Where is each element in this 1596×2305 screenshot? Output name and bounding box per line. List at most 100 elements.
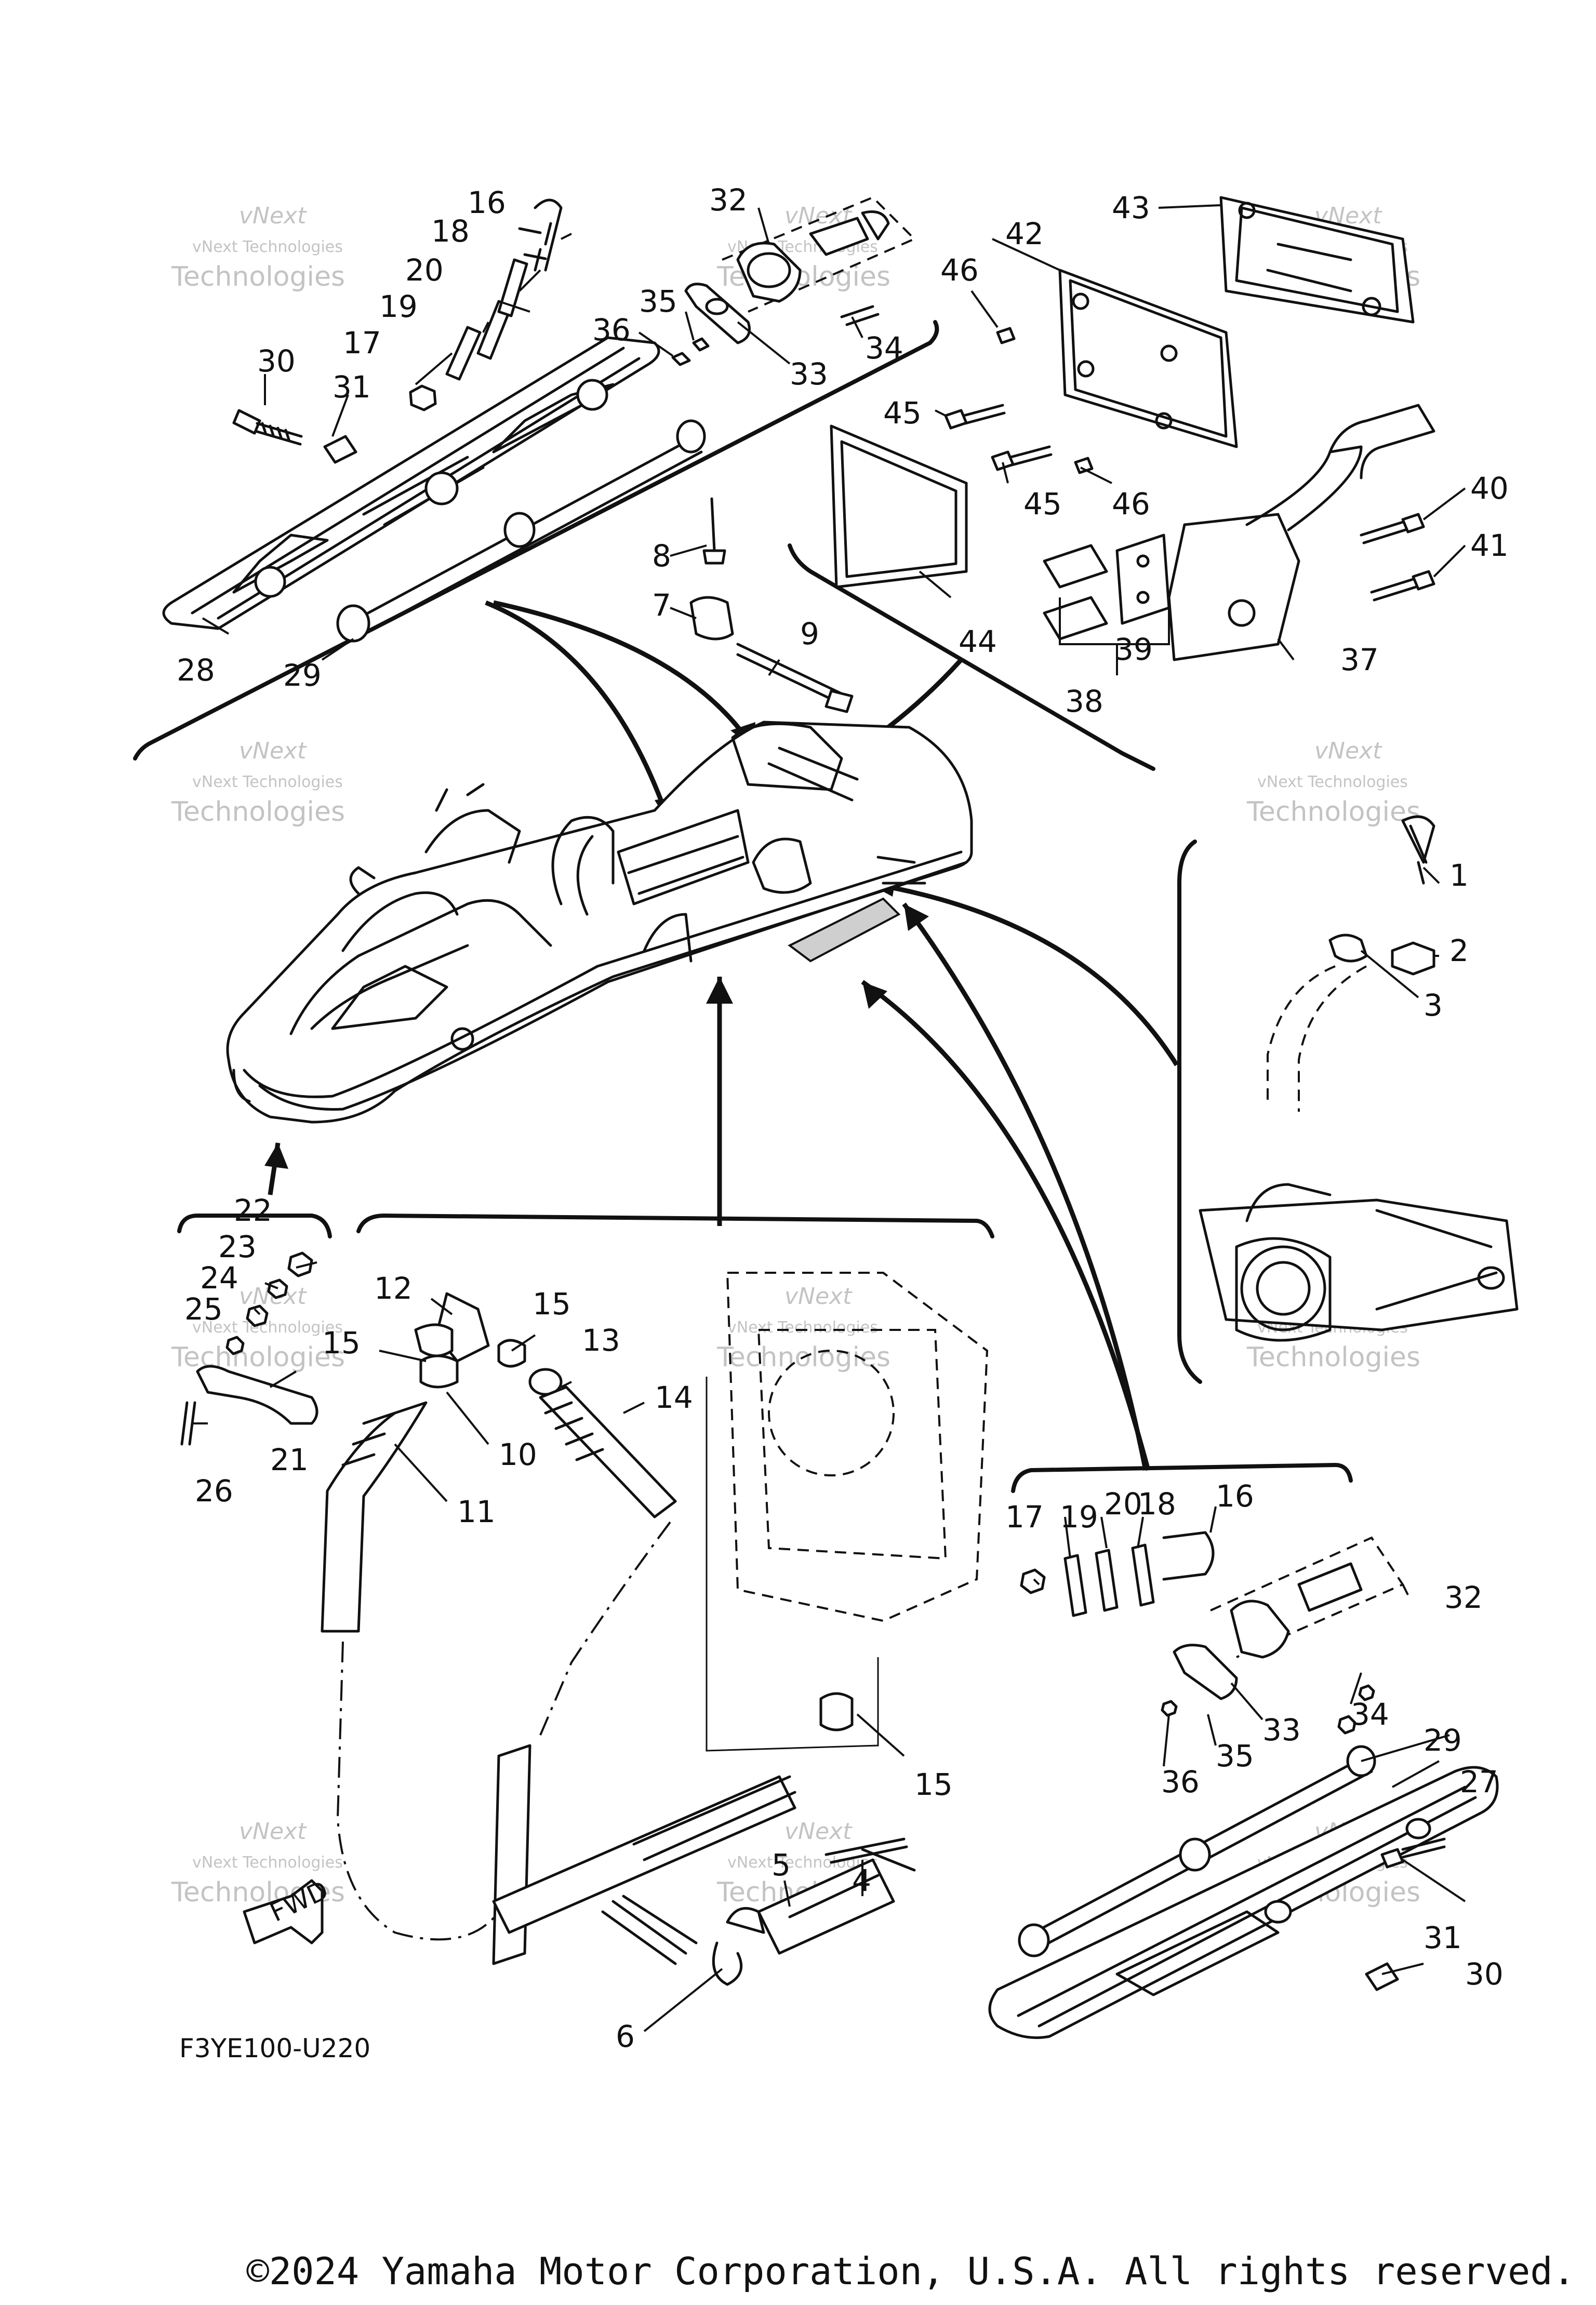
bracket-middle-long	[356, 1213, 994, 1238]
bracket-lower-right	[1011, 1462, 1353, 1493]
callout-30: 30	[257, 343, 296, 379]
callout-44: 44	[959, 624, 997, 659]
callout-28: 28	[177, 652, 215, 688]
callout-23: 23	[218, 1229, 257, 1264]
watermark-text: Technologies	[1246, 796, 1420, 828]
callout-22: 22	[234, 1193, 272, 1228]
callout-34: 34	[865, 330, 903, 366]
callout-26: 26	[195, 1473, 233, 1509]
watermark-text: vNext	[239, 203, 307, 229]
fitting-assembly-top	[671, 196, 916, 366]
callout-labels: 1 2 3 4 5 6 7 8 9 10 11 12 13 14 15 15 1…	[177, 182, 1509, 2054]
watermark-text: vNext	[239, 738, 307, 764]
callout-20: 20	[1104, 1486, 1142, 1522]
callout-36: 36	[592, 312, 631, 348]
callout-11: 11	[457, 1494, 496, 1529]
watermark-text: vNext Technologies	[192, 238, 343, 256]
callout-35: 35	[1216, 1738, 1254, 1774]
callout-25: 25	[184, 1291, 223, 1327]
bracket-parts-lower	[180, 1251, 318, 1446]
callout-34: 34	[1351, 1697, 1389, 1732]
callout-19: 19	[1060, 1499, 1098, 1535]
callout-46: 46	[940, 252, 979, 288]
watermark-text: vNext	[239, 1818, 307, 1845]
watermark-text: Technologies	[171, 1342, 345, 1373]
leader-lines	[192, 204, 1466, 2032]
callout-14: 14	[655, 1380, 693, 1415]
callout-7: 7	[652, 588, 671, 623]
callout-24: 24	[200, 1260, 238, 1296]
callout-8: 8	[652, 538, 671, 574]
bracket-lower-left	[177, 1214, 332, 1238]
bracket-right-middle	[1177, 840, 1202, 1384]
callout-37: 37	[1340, 642, 1379, 677]
watermark-text: Technologies	[171, 261, 345, 292]
callout-15: 15	[533, 1286, 571, 1322]
callout-18: 18	[431, 214, 470, 249]
callout-41: 41	[1470, 528, 1509, 563]
callout-21: 21	[270, 1442, 309, 1477]
group-brackets	[133, 320, 1353, 1493]
callout-29: 29	[1424, 1723, 1462, 1758]
callout-30: 30	[1465, 1956, 1504, 1992]
handle-assembly-top	[162, 198, 706, 643]
watercraft	[226, 721, 973, 1124]
diagram-code: F3YE100-U220	[179, 2033, 370, 2063]
callout-10: 10	[499, 1437, 537, 1472]
callout-9: 9	[800, 616, 819, 651]
callout-31: 31	[1424, 1920, 1462, 1955]
watermark-text: vNext Technologies	[192, 1318, 343, 1337]
callout-45: 45	[1023, 486, 1062, 522]
callout-40: 40	[1470, 471, 1509, 506]
callout-45: 45	[883, 395, 922, 431]
bracket-top-right	[788, 543, 1155, 771]
watermark-text: vNext	[784, 1818, 853, 1845]
callout-6: 6	[616, 2019, 635, 2054]
watermark-text: vNext Technologies	[1257, 773, 1408, 791]
callout-32: 32	[1444, 1580, 1483, 1615]
clip-parts	[689, 497, 854, 713]
callout-16: 16	[468, 185, 506, 220]
callout-46: 46	[1112, 486, 1150, 522]
callout-31: 31	[332, 369, 371, 405]
callout-18: 18	[1138, 1486, 1176, 1522]
callout-29: 29	[283, 658, 322, 693]
sensor-assembly	[712, 1837, 916, 1986]
bracket-top-left	[133, 320, 939, 761]
callout-38: 38	[1065, 684, 1103, 719]
watermark-text: Technologies	[171, 796, 345, 828]
callout-35: 35	[639, 284, 677, 319]
callout-13: 13	[582, 1323, 620, 1358]
callout-27: 27	[1460, 1764, 1498, 1800]
callout-16: 16	[1216, 1478, 1254, 1514]
callout-32: 32	[709, 182, 748, 218]
callout-5: 5	[772, 1847, 791, 1883]
jet-pump-assembly	[1199, 815, 1519, 1342]
callout-42: 42	[1005, 216, 1044, 251]
copyright-notice: ©2024 Yamaha Motor Corporation, U.S.A. A…	[246, 2249, 1575, 2293]
silencer-assembly	[830, 196, 1435, 661]
callout-36: 36	[1161, 1764, 1200, 1800]
callout-15: 15	[322, 1325, 361, 1361]
hose-assembly	[321, 1272, 989, 1965]
callout-15: 15	[914, 1767, 953, 1802]
callout-17: 17	[1005, 1499, 1044, 1535]
watermark-text: vNext Technologies	[727, 1318, 878, 1337]
callout-2: 2	[1449, 933, 1469, 968]
callout-39: 39	[1114, 632, 1153, 667]
callout-19: 19	[379, 289, 418, 324]
callout-4: 4	[852, 1863, 871, 1898]
watermark-text: vNext Technologies	[192, 773, 343, 791]
callout-43: 43	[1112, 190, 1150, 225]
watermark-text: vNext Technologies	[192, 1854, 343, 1872]
callout-3: 3	[1424, 988, 1443, 1023]
handle-assembly-lower	[988, 1531, 1499, 2039]
callout-17: 17	[343, 325, 381, 361]
callout-12: 12	[374, 1271, 413, 1306]
watermark-text: vNext	[784, 1283, 853, 1310]
callout-20: 20	[405, 252, 444, 288]
callout-1: 1	[1449, 858, 1469, 893]
watermark-text: Technologies	[1246, 1342, 1420, 1373]
watermark-text: vNext	[1314, 738, 1382, 764]
